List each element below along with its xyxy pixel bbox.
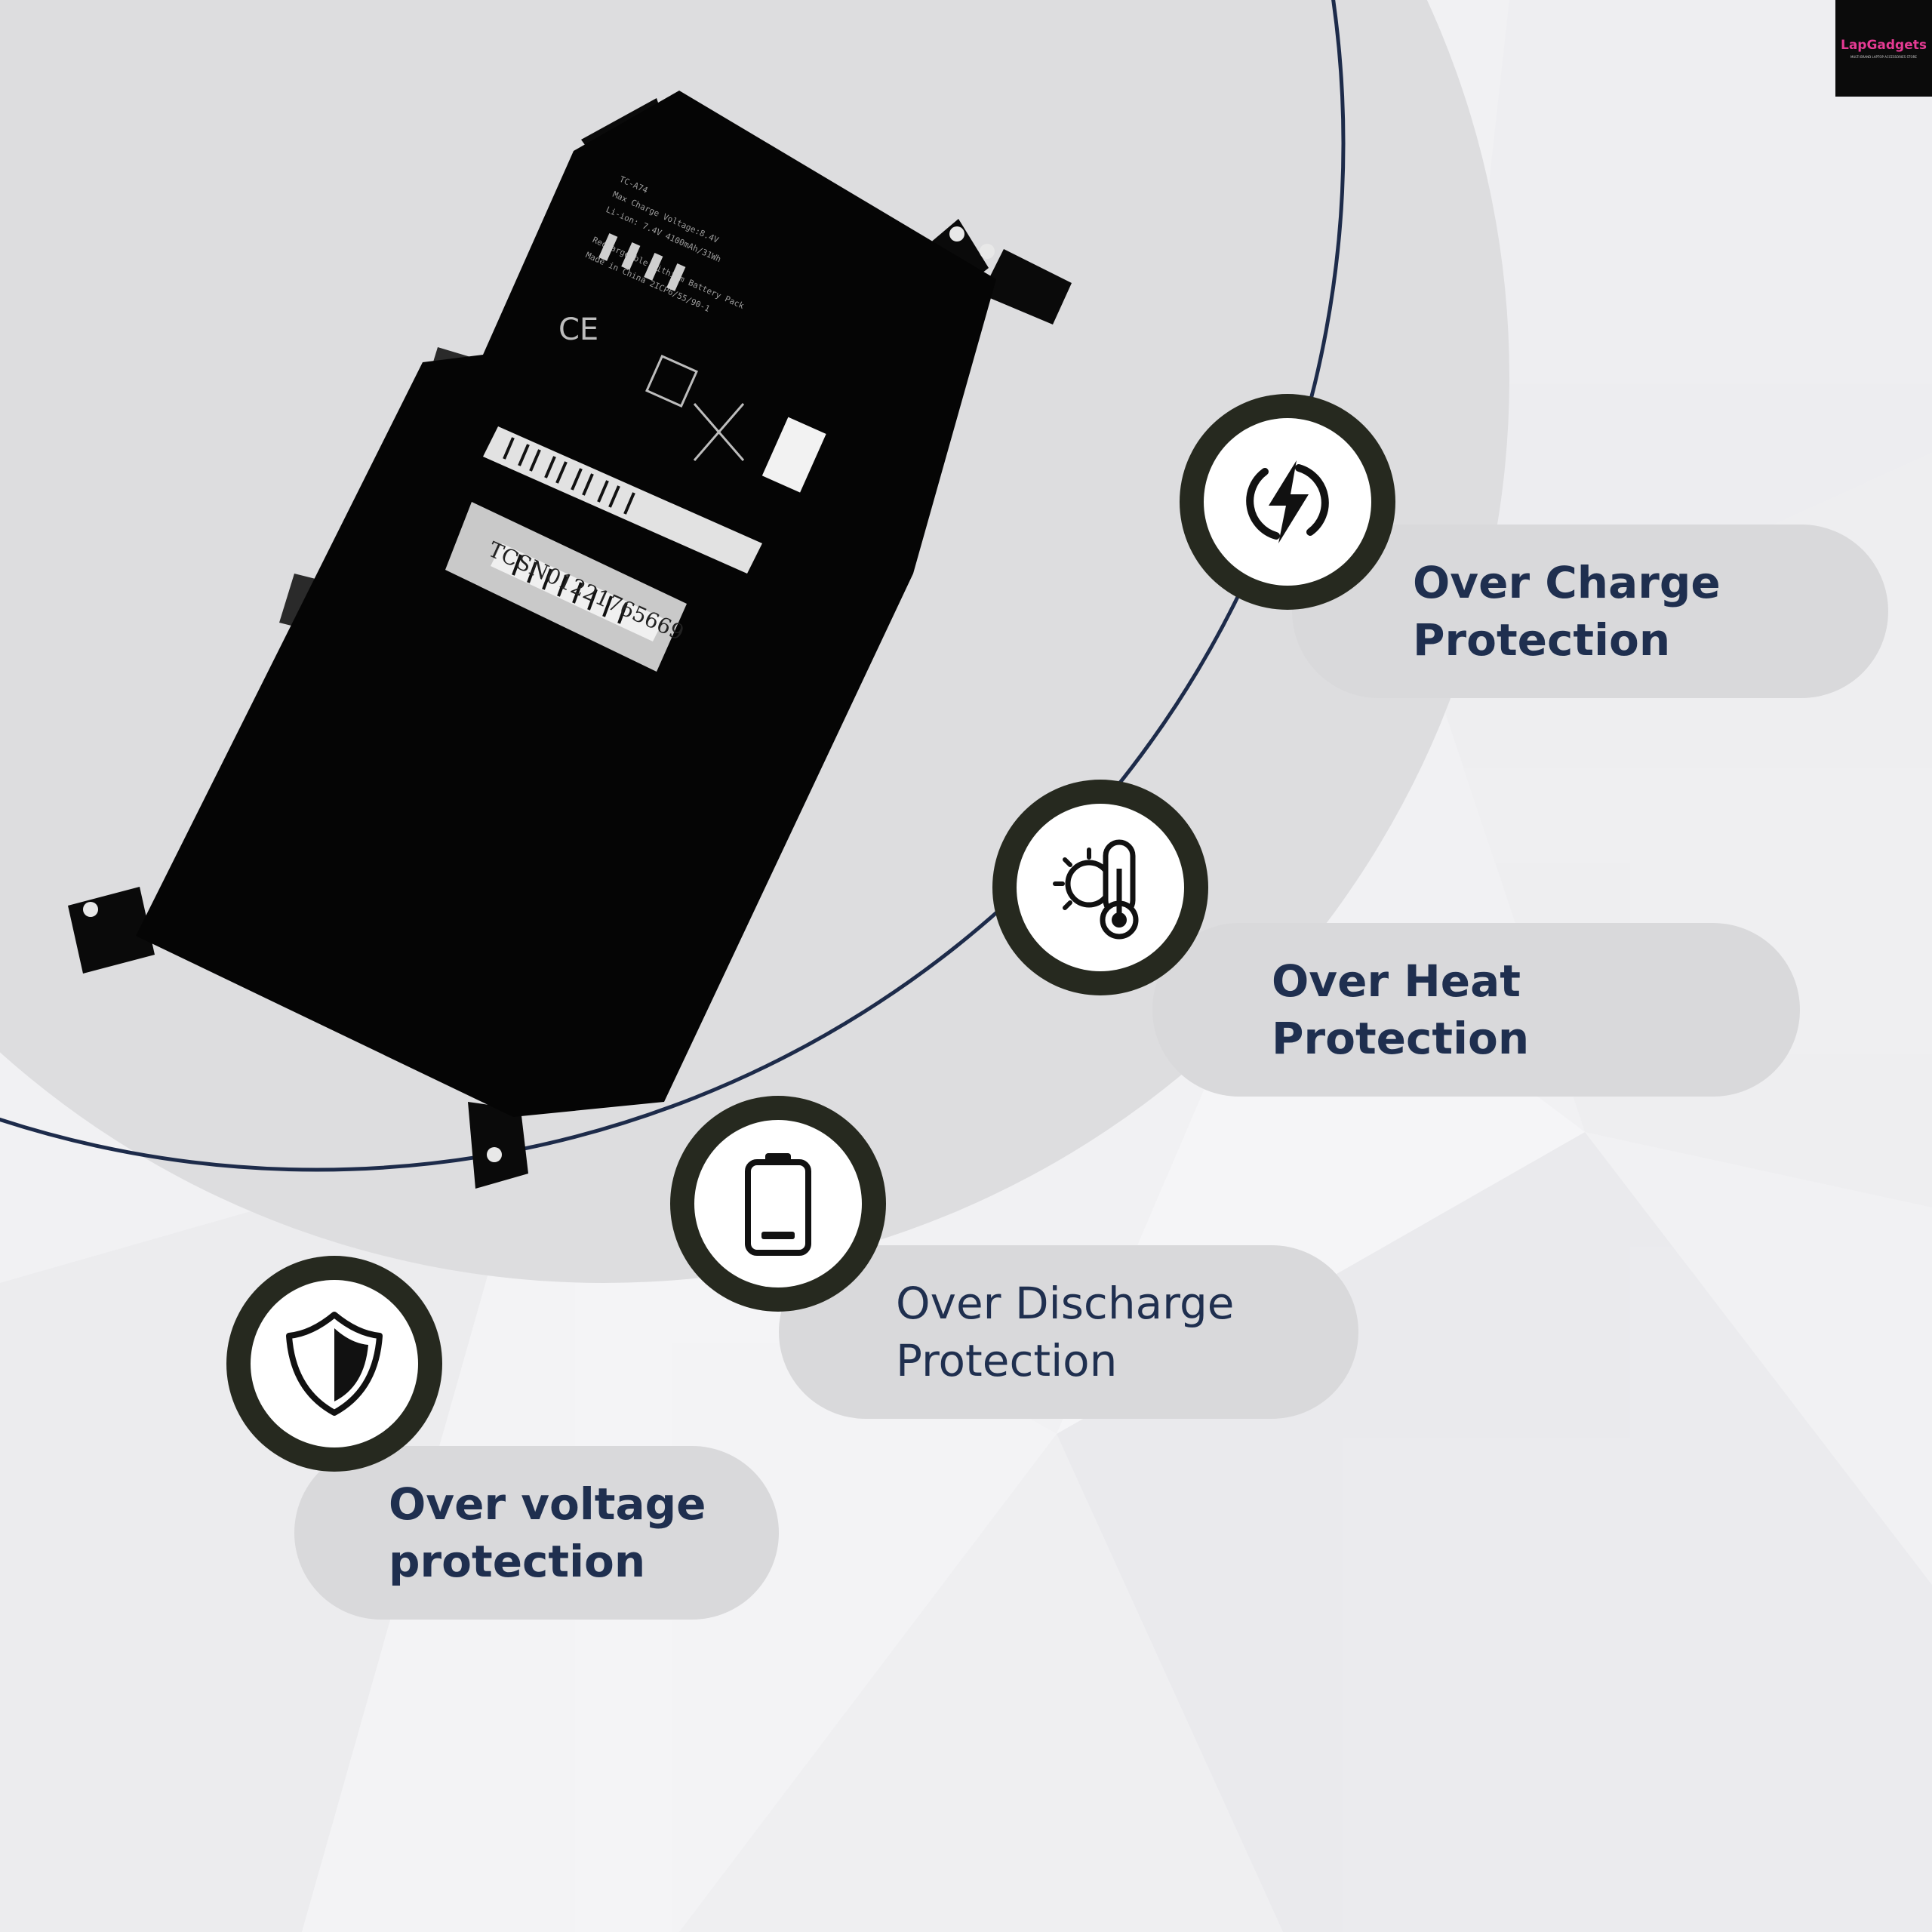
connector-arc [0, 0, 1346, 1172]
feature-icon-over-charge [1180, 394, 1395, 610]
brand-logo[interactable]: LapGadgets MULTI BRAND LAPTOP ACCESSORIE… [1835, 0, 1932, 97]
brand-tagline: MULTI BRAND LAPTOP ACCESSORIES STORE [1850, 55, 1917, 59]
certification-sticker-icon [761, 417, 826, 493]
battery-brand-mark [598, 233, 686, 291]
thermometer-sun-icon [1053, 839, 1139, 940]
battery-image: TC-A74 Max Charge Voltage:8.4V Li-ion: 7… [68, 91, 1072, 1189]
recycle-mark-icon [645, 355, 698, 408]
ce-mark-icon: CE [558, 312, 598, 347]
feature-title-line2: Protection [1413, 614, 1671, 666]
feature-title-line2: Protection [896, 1335, 1118, 1386]
feature-title-line1: Over voltage [389, 1478, 706, 1530]
battery-pack: TC-A74 Max Charge Voltage:8.4V Li-ion: 7… [68, 91, 1072, 1189]
bin-crossed-icon [693, 403, 745, 461]
feature-card-over-voltage: Over voltage protection [294, 1446, 779, 1620]
feature-card-over-discharge: Over Discharge Protection [779, 1245, 1358, 1419]
shield-icon [286, 1312, 383, 1416]
feature-title-line1: Over Discharge [896, 1278, 1235, 1329]
feature-title-line1: Over Charge [1413, 557, 1721, 608]
battery-low-icon [745, 1153, 811, 1256]
feature-title-line2: protection [389, 1536, 646, 1587]
feature-title-line1: Over Heat [1272, 955, 1521, 1007]
feature-title-line2: Protection [1272, 1013, 1530, 1064]
feature-icon-over-heat [992, 780, 1208, 995]
feature-card-over-heat: Over Heat Protection [1152, 923, 1800, 1097]
feature-icon-over-discharge [670, 1096, 886, 1312]
lightning-bolt-icon [1246, 460, 1329, 543]
feature-icon-over-voltage [226, 1256, 442, 1472]
feature-card-over-charge: Over Charge Protection [1292, 525, 1888, 698]
brand-logo-text: LapGadgets [1840, 38, 1927, 53]
